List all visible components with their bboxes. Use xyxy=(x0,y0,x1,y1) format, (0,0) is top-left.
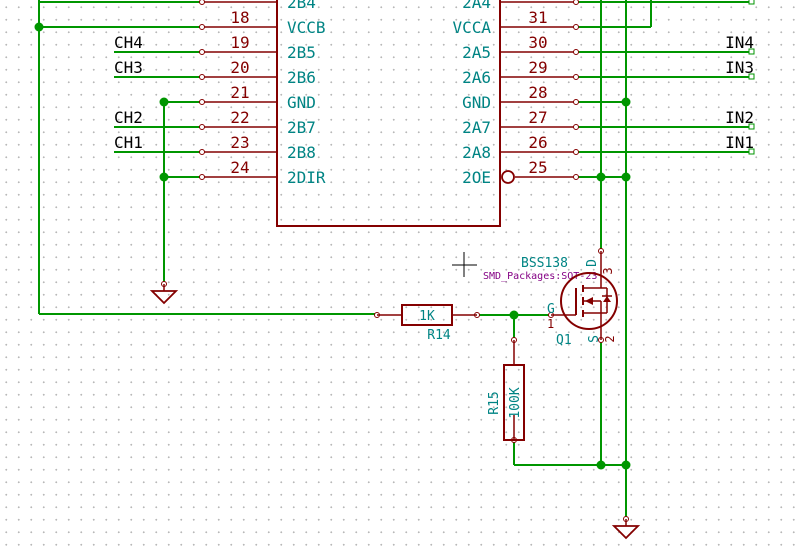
q1-pin-s: S xyxy=(587,335,602,343)
pin-number: 29 xyxy=(528,58,547,77)
pin-number: 19 xyxy=(230,33,249,52)
q1-pin-3: 3 xyxy=(601,267,615,274)
net-label-ch4: CH4 xyxy=(114,33,143,52)
junction-dot xyxy=(621,460,631,470)
resistor-body xyxy=(401,304,453,326)
net-label-in4: IN4 xyxy=(725,33,754,52)
wire-end-markers xyxy=(748,0,755,155)
pin-number: 22 xyxy=(230,108,249,127)
ic-pin-numbers: 18 19 20 21 22 23 24 31 30 29 28 27 26 2… xyxy=(230,8,547,177)
pin-number: 25 xyxy=(528,158,547,177)
junction-dot xyxy=(621,97,631,107)
pin-name: 2B8 xyxy=(287,143,316,162)
junction-dot xyxy=(34,22,44,32)
pin-number: 21 xyxy=(230,83,249,102)
junction-dot xyxy=(509,310,519,320)
q1-pin-d: D xyxy=(585,259,600,267)
net-label-ch1: CH1 xyxy=(114,133,143,152)
pin-name: 2A4 xyxy=(462,0,491,12)
pin-name: 2B5 xyxy=(287,43,316,62)
q1-footprint: SMD_Packages:SOT-23 xyxy=(483,271,597,282)
pin-name: 2B7 xyxy=(287,118,316,137)
q1-pin-1: 1 xyxy=(547,317,554,331)
ic-right-pins xyxy=(500,1,576,184)
pin-number: 26 xyxy=(528,133,547,152)
net-labels: CH4 CH3 CH2 CH1 IN4 IN3 IN2 IN1 xyxy=(114,33,754,152)
junction-dot xyxy=(159,97,169,107)
pin-name: 2A7 xyxy=(462,118,491,137)
diode-arrow-icon xyxy=(603,296,611,302)
junction-dot xyxy=(596,460,606,470)
resistor-r15[interactable]: 100K R15 xyxy=(487,340,525,441)
mosfet-body-circle xyxy=(560,272,618,330)
pin-name: GND xyxy=(287,93,316,112)
net-label-in1: IN1 xyxy=(725,133,754,152)
inversion-bubble-icon xyxy=(501,170,515,184)
pin-name: VCCA xyxy=(452,18,491,37)
r14-ref: R14 xyxy=(427,328,451,343)
junction-dot xyxy=(621,172,631,182)
pin-name: 2B4 xyxy=(287,0,316,12)
mosfet-arrow-icon xyxy=(585,297,593,305)
ground-symbol-left xyxy=(149,281,179,305)
pin-number: 18 xyxy=(230,8,249,27)
resistor-r14[interactable]: 1K R14 xyxy=(377,304,477,343)
pin-number: 31 xyxy=(528,8,547,27)
wires xyxy=(38,0,752,519)
ic-left-pins xyxy=(202,1,277,178)
r15-value: 100K xyxy=(508,387,523,418)
q1-pin-2: 2 xyxy=(603,335,617,342)
q1-pin-g: G xyxy=(547,302,555,317)
pin-name: 2DIR xyxy=(287,168,326,187)
pin-number: 28 xyxy=(528,83,547,102)
pin-name: 2A8 xyxy=(462,143,491,162)
pin-number: 24 xyxy=(230,158,249,177)
pin-number: 27 xyxy=(528,108,547,127)
r15-ref: R15 xyxy=(487,391,502,414)
q1-value: BSS138 xyxy=(521,256,568,271)
q1-ref: Q1 xyxy=(556,333,572,348)
pin-name: GND xyxy=(462,93,491,112)
r14-value: 1K xyxy=(419,309,435,324)
pin-number: 23 xyxy=(230,133,249,152)
net-label-in3: IN3 xyxy=(725,58,754,77)
net-label-in2: IN2 xyxy=(725,108,754,127)
pin-name: 2B6 xyxy=(287,68,316,87)
pin-number: 30 xyxy=(528,33,547,52)
crosshair-cursor-icon xyxy=(452,252,477,277)
ic-body xyxy=(276,0,501,227)
pin-name: 2OE xyxy=(462,168,491,187)
resistor-body xyxy=(503,364,525,441)
pin-name: VCCB xyxy=(287,18,326,37)
pin-name: 2A5 xyxy=(462,43,491,62)
pin-number: 20 xyxy=(230,58,249,77)
net-label-ch2: CH2 xyxy=(114,108,143,127)
pin-name: 2A6 xyxy=(462,68,491,87)
ic-pin-names: 2B4 VCCB 2B5 2B6 GND 2B7 2B8 2DIR 2A4 VC… xyxy=(287,0,491,187)
ground-symbol-right xyxy=(611,516,641,540)
net-label-ch3: CH3 xyxy=(114,58,143,77)
junction-dot xyxy=(596,172,606,182)
junctions xyxy=(34,22,631,470)
mosfet-q1[interactable]: BSS138 SMD_Packages:SOT-23 Q1 G 1 D 3 S … xyxy=(483,251,618,348)
junction-dot xyxy=(159,172,169,182)
